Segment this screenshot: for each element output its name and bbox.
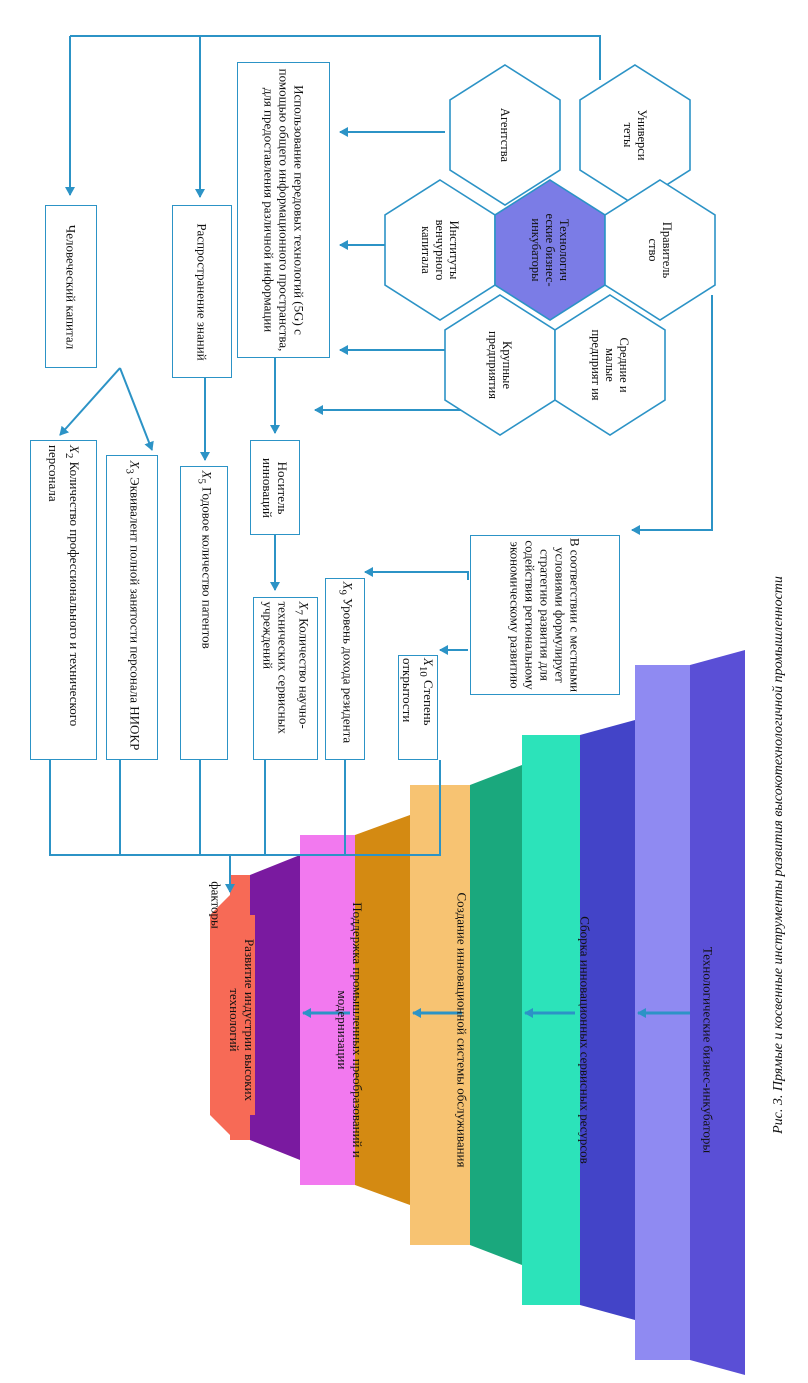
factor-x2: X2 Количество профессионального и технич… (30, 440, 97, 760)
hex-label-government: Правитель ство (646, 221, 674, 279)
box-knowledge: Распространение знаний (172, 205, 232, 378)
factors-label: факторы (208, 881, 224, 929)
pyramid-label-4: Сборка инновационных сервисных ресурсов (577, 916, 593, 1164)
hex-label-large: Крупные предприятия (486, 331, 514, 399)
factor-x10: X10 Степень открытости (398, 655, 438, 760)
pyramid-label-3: Создание инновационной системы обслужива… (454, 892, 470, 1168)
hex-label-venture: Институты венчурного капитала (419, 219, 461, 281)
factor-x3: X3 Эквивалент полной занятости персонала… (106, 455, 158, 760)
hex-label-universities: Универси теты (621, 109, 649, 161)
pyramid-label-1: Развитие индустрии высоких технологий (227, 938, 257, 1102)
figure-caption: Рис. 3. Прямые и косвенные инструменты р… (771, 576, 786, 1134)
pyramid-label-5: Технологические бизнес-инкубаторы (700, 946, 716, 1154)
box-strategy: В соответствии с местными условиями форм… (470, 535, 620, 695)
pyramid-label-2: Поддержка промышленных преобразований и … (335, 902, 365, 1158)
hex-sme (554, 294, 666, 436)
factor-x5: X5 Годовое количество патентов (180, 466, 228, 760)
pyramid-layer-4 (522, 735, 580, 1305)
hexagon-cluster (384, 64, 716, 436)
factor-x7: X7 Количество научно-технических сервисн… (253, 597, 318, 760)
pyramid (210, 650, 745, 1375)
hex-agencies (449, 64, 561, 206)
hex-label-sme: Средние и малые предприят ия (589, 329, 631, 401)
box-human-capital: Человеческий капитал (45, 205, 97, 368)
hex-government (604, 179, 716, 321)
hex-label-incubators: Технологич еские бизнес-инкубаторы (529, 213, 571, 287)
connectors (49, 35, 713, 893)
box-5g: Использование передовых технологий (5G) … (237, 62, 330, 358)
pyramid-layer-1 (210, 915, 255, 1115)
box-carrier: Носитель инноваций (250, 440, 300, 535)
hex-label-agencies: Агентства (498, 107, 512, 163)
factor-x9: X9 Уровень дохода резидента (325, 578, 365, 760)
